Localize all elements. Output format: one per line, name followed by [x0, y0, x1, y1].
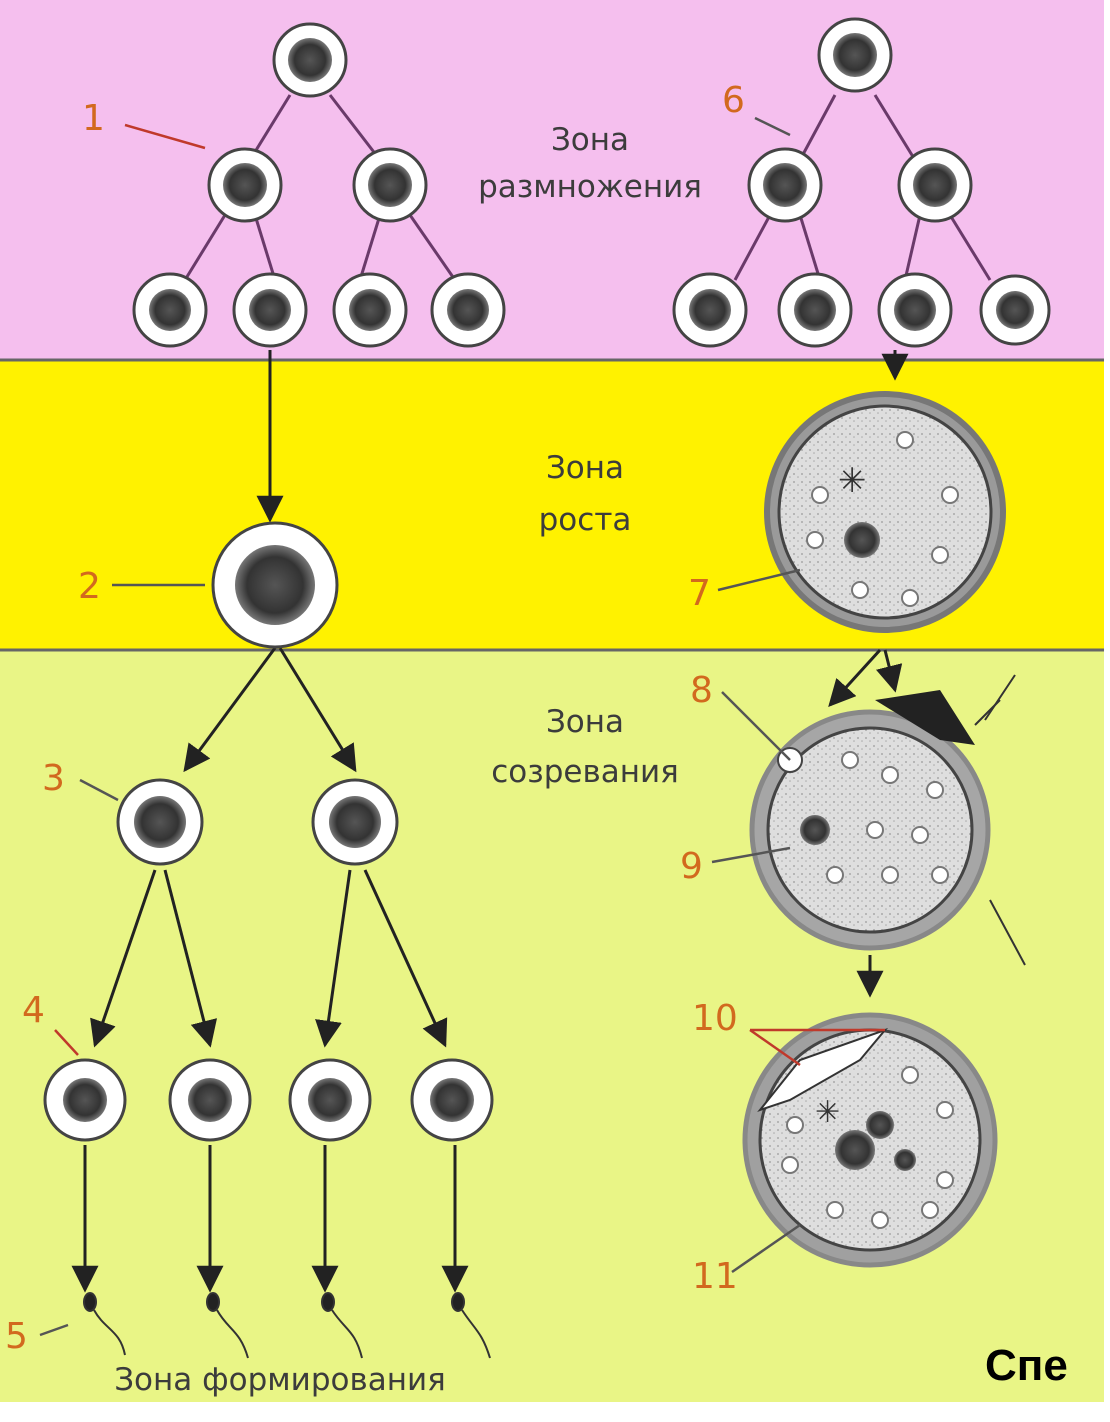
label-5: 5 — [5, 1316, 28, 1357]
truncated-caption: Спе — [985, 1341, 1068, 1390]
spermatogonium-root — [274, 24, 346, 96]
label-9: 9 — [680, 846, 703, 887]
label-10: 10 — [692, 998, 738, 1039]
label-3: 3 — [42, 758, 65, 799]
label-1: 1 — [82, 98, 105, 139]
label-2: 2 — [78, 566, 101, 607]
zone-growth-line-2: роста — [539, 502, 632, 538]
label-8: 8 — [690, 670, 713, 711]
svg-text:✳: ✳ — [815, 1095, 840, 1130]
label-7: 7 — [688, 573, 711, 614]
zone-multiplication-line-2: размножения — [478, 169, 702, 205]
primary-spermatocyte — [213, 523, 337, 647]
zone-maturation-line-2: созревания — [491, 754, 679, 790]
label-11: 11 — [692, 1256, 738, 1297]
label-6: 6 — [722, 80, 745, 121]
primary-oocyte: ✳ — [767, 394, 1003, 630]
svg-text:✳: ✳ — [838, 461, 867, 501]
label-4: 4 — [22, 990, 45, 1031]
oogonium-root — [819, 19, 891, 91]
zone-growth-line-1: Зона — [546, 450, 624, 486]
zone-multiplication-line-1: Зона — [551, 122, 629, 158]
zone-formation-label: Зона формирования — [114, 1362, 446, 1398]
zone-maturation-line-1: Зона — [546, 704, 624, 740]
